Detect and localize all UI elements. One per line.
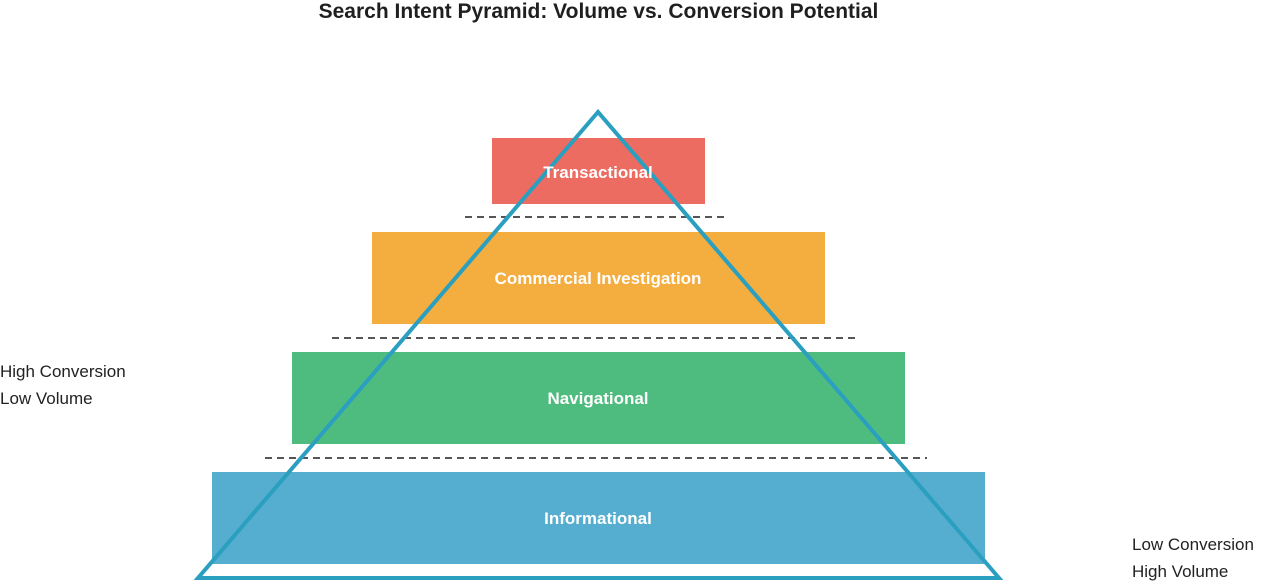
- high-conversion-line: High Conversion: [0, 362, 126, 381]
- tier-informational-box: [212, 472, 985, 564]
- pyramid-triangle: [193, 108, 1004, 580]
- tier-commercial-investigation-box: [372, 232, 825, 324]
- low-volume-line: Low Volume: [0, 389, 93, 408]
- low-conversion-line: Low Conversion: [1132, 535, 1254, 554]
- tier-informational-label: Informational: [544, 509, 652, 528]
- tier-commercial-investigation-label: Commercial Investigation: [495, 269, 702, 288]
- tier-navigational-box: [292, 352, 905, 444]
- tier-transactional-label: Transactional: [543, 163, 653, 182]
- low-conversion-label: Low Conversion High Volume: [1132, 531, 1254, 582]
- diagram-title: Search Intent Pyramid: Volume vs. Conver…: [318, 0, 879, 23]
- tier-navigational-label: Navigational: [547, 389, 648, 408]
- high-volume-line: High Volume: [1132, 562, 1229, 581]
- high-conversion-label: High Conversion Low Volume: [0, 358, 126, 412]
